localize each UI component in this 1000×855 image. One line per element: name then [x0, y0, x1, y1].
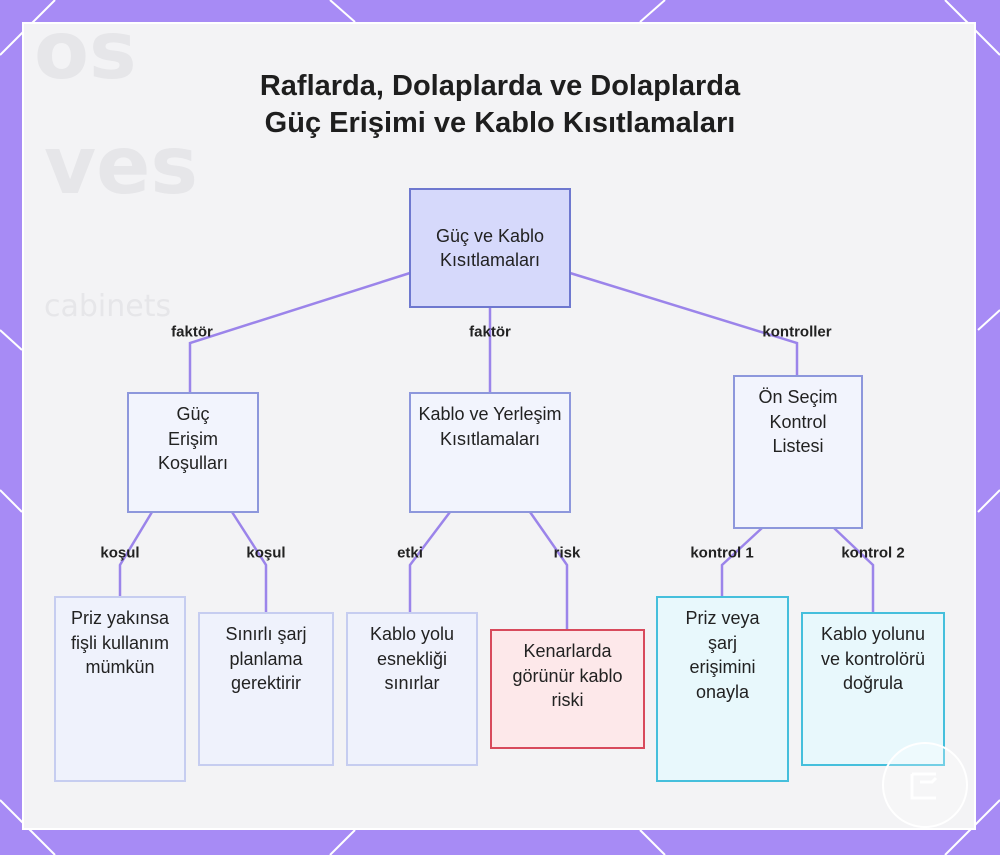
- check-label: Priz veya şarj erişimini onayla: [685, 608, 760, 702]
- risk-node: Kenarlarda görünür kablo riski: [490, 629, 645, 749]
- brand-logo-icon: [882, 742, 968, 828]
- edge-label: kontrol 1: [690, 544, 754, 562]
- edge-label: faktör: [171, 323, 213, 341]
- leaf-node: Priz yakınsa fişli kullanım mümkün: [54, 596, 186, 782]
- edge-cable-leaf4: [528, 510, 569, 632]
- power-access-node: Güç Erişim Koşulları: [127, 392, 259, 513]
- check-node: Kablo yolunu ve kontrolörü doğrula: [801, 612, 945, 766]
- check-node: Priz veya şarj erişimini onayla: [656, 596, 789, 782]
- edge-label: kontrol 2: [841, 544, 905, 562]
- check-label: Kablo yolunu ve kontrolörü doğrula: [820, 624, 926, 693]
- cable-placement-label: Kablo ve Yerleşim Kısıtlamaları: [418, 404, 562, 449]
- edge-label: faktör: [469, 323, 511, 341]
- power-access-label: Güç Erişim Koşulları: [157, 404, 229, 473]
- leaf-node: Kablo yolu esnekliği sınırlar: [346, 612, 478, 766]
- leaf-label: Kablo yolu esnekliği sınırlar: [369, 624, 455, 693]
- root-node: Güç ve Kablo Kısıtlamaları: [409, 188, 571, 308]
- edge-label: risk: [553, 544, 581, 562]
- background-word: os: [34, 22, 137, 97]
- leaf-label: Priz yakınsa fişli kullanım mümkün: [70, 608, 170, 677]
- checklist-node: Ön Seçim Kontrol Listesi: [733, 375, 863, 529]
- leaf-node: Sınırlı şarj planlama gerektirir: [198, 612, 334, 766]
- diagram-title: Raflarda, Dolaplarda ve Dolaplarda Güç E…: [0, 68, 1000, 142]
- edge-power-leaf2: [230, 510, 268, 615]
- edge-label: kontroller: [762, 323, 832, 341]
- cable-placement-node: Kablo ve Yerleşim Kısıtlamaları: [409, 392, 571, 513]
- edge-check-leaf5: [720, 526, 764, 599]
- edge-label: koşul: [100, 544, 140, 562]
- edge-root-checklist: [568, 271, 799, 378]
- edge-label: etki: [397, 544, 423, 562]
- background-word: cabinets: [44, 289, 172, 324]
- title-line-1: Raflarda, Dolaplarda ve Dolaplarda: [259, 70, 741, 102]
- edge-power-leaf1: [118, 510, 154, 599]
- edge-label: koşul: [246, 544, 286, 562]
- background-word: ves: [44, 119, 199, 212]
- risk-label: Kenarlarda görünür kablo riski: [512, 641, 623, 710]
- checklist-label: Ön Seçim Kontrol Listesi: [758, 387, 838, 456]
- edge-root-power: [188, 271, 412, 395]
- leaf-label: Sınırlı şarj planlama gerektirir: [225, 624, 307, 693]
- edge-cable-leaf3: [408, 510, 452, 615]
- root-node-label: Güç ve Kablo Kısıtlamaları: [435, 225, 545, 271]
- edge-check-leaf6: [832, 526, 875, 615]
- title-line-2: Güç Erişimi ve Kablo Kısıtlamaları: [264, 107, 736, 139]
